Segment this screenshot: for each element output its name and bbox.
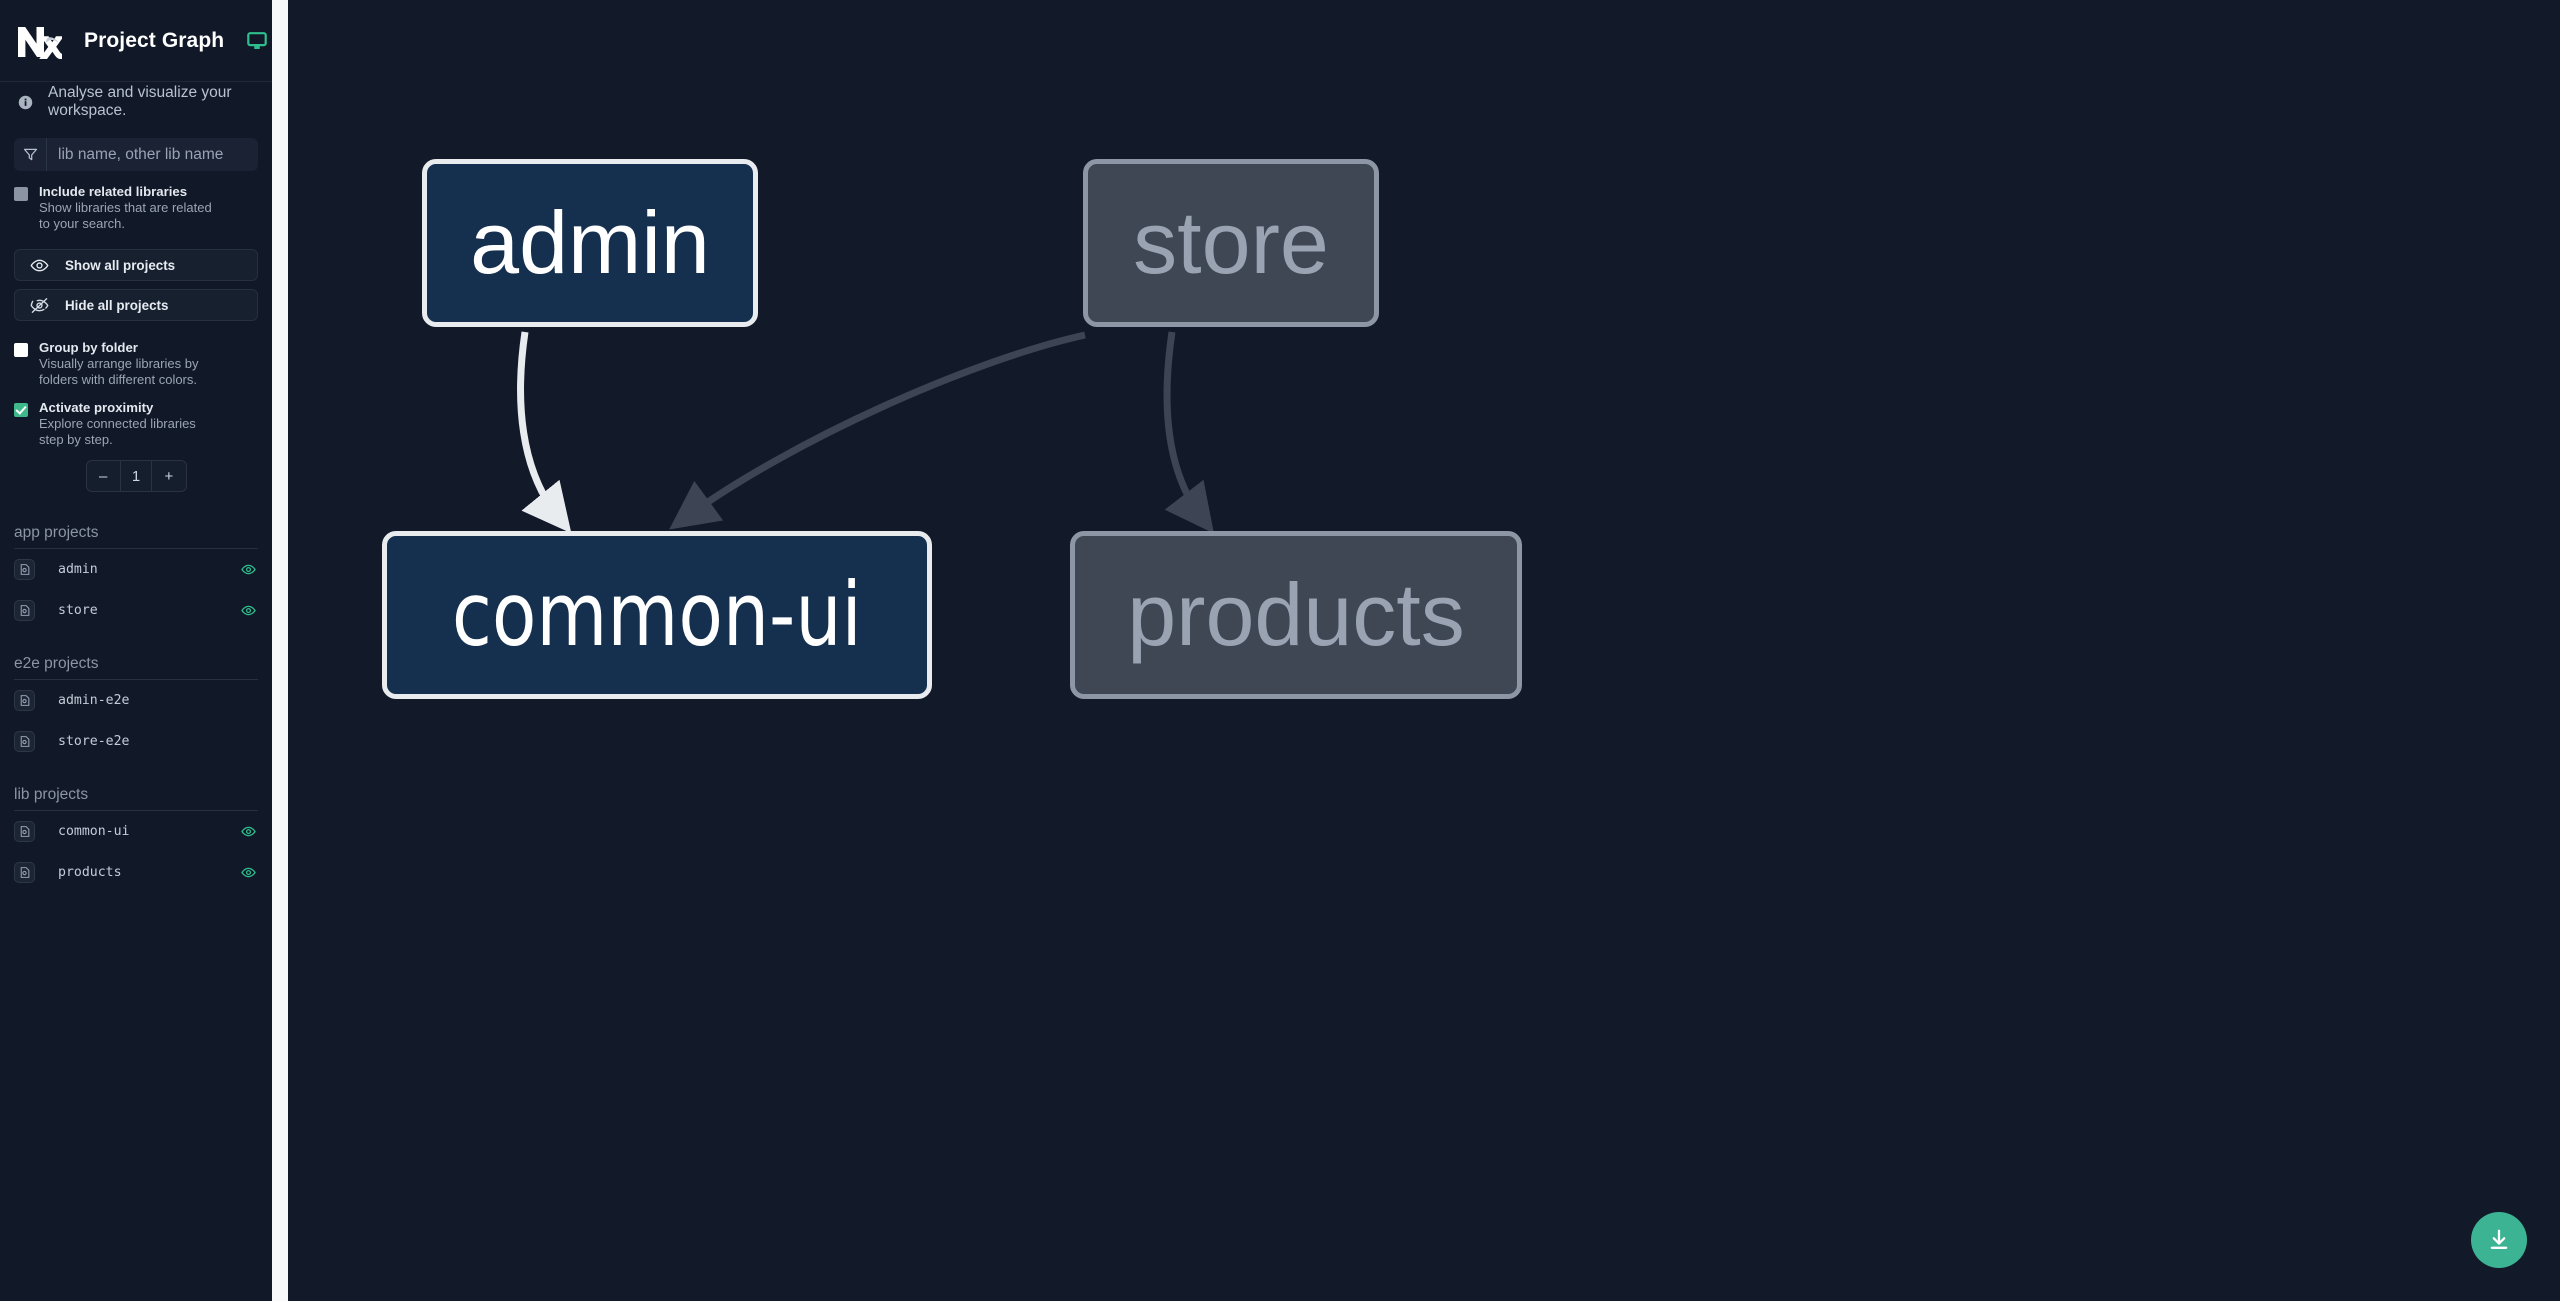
graph-node-admin[interactable]: admin [422, 159, 758, 327]
graph-node-common-ui[interactable]: common-ui [382, 531, 932, 699]
visibility-buttons: Show all projects Hide all projects [14, 249, 258, 321]
project-icon [14, 821, 35, 842]
group-by-folder-label: Group by folder [39, 340, 138, 355]
graph-node-store[interactable]: store [1083, 159, 1379, 327]
brand-bar: Project Graph [0, 0, 272, 82]
group-by-folder-checkbox[interactable] [14, 343, 28, 357]
graph-node-products[interactable]: products [1070, 531, 1522, 699]
sidebar-scrollbar[interactable] [272, 0, 288, 1301]
project-row-products[interactable]: products [14, 852, 258, 893]
project-row-common-ui[interactable]: common-ui [14, 811, 258, 852]
filter-icon [14, 138, 47, 171]
project-name: admin [58, 562, 98, 577]
project-row-admin-e2e[interactable]: admin-e2e [14, 680, 258, 721]
project-group: e2e projects admin-e2e store-e2e [14, 655, 258, 762]
project-icon [14, 862, 35, 883]
download-graph-button[interactable] [2471, 1212, 2527, 1268]
download-icon [2490, 1229, 2508, 1249]
search-box[interactable] [14, 138, 258, 171]
project-name: admin-e2e [58, 693, 130, 708]
project-icon [14, 731, 35, 752]
edge-store-to-products [1163, 331, 1214, 534]
graph-node-label: common-ui [452, 563, 862, 666]
show-all-projects-button[interactable]: Show all projects [14, 249, 258, 281]
proximity-value: 1 [119, 461, 153, 491]
proximity-decrement-button[interactable]: – [98, 467, 108, 485]
graph-node-label: store [1133, 193, 1329, 292]
project-visibility-toggle[interactable] [238, 603, 258, 618]
project-row-store[interactable]: store [14, 590, 258, 631]
project-row-store-e2e[interactable]: store-e2e [14, 721, 258, 762]
project-group: app projects admin store [14, 524, 258, 631]
project-name: store-e2e [58, 734, 130, 749]
edge-admin-to-common-ui [517, 331, 572, 534]
include-related-description: Show libraries that are related to your … [39, 200, 212, 231]
graph-node-label: products [1127, 565, 1465, 664]
hide-all-projects-button[interactable]: Hide all projects [14, 289, 258, 321]
group-by-folder-description: Visually arrange libraries by folders wi… [39, 356, 199, 387]
hide-all-projects-label: Hide all projects [65, 297, 169, 313]
activate-proximity-checkbox[interactable] [14, 403, 28, 417]
proximity-stepper: – 1 + [85, 460, 187, 492]
project-group-title: app projects [14, 524, 258, 549]
show-all-projects-label: Show all projects [65, 257, 176, 273]
edge-store-to-common-ui [669, 331, 1086, 530]
project-group: lib projects common-ui products [14, 786, 258, 893]
info-icon [18, 95, 33, 109]
project-group-title: lib projects [14, 786, 258, 811]
activate-proximity-description: Explore connected libraries step by step… [39, 416, 196, 447]
project-name: common-ui [58, 824, 130, 839]
graph-canvas[interactable]: admin store common-ui products [272, 0, 2560, 1301]
option-include-related[interactable]: Include related libraries Show libraries… [0, 171, 272, 232]
sidebar: Project Graph Analyse and visualize your… [0, 0, 272, 1301]
activate-proximity-label: Activate proximity [39, 400, 154, 415]
project-group-title: e2e projects [14, 655, 258, 680]
project-icon [14, 600, 35, 621]
eye-off-icon [30, 296, 49, 315]
project-name: products [58, 865, 122, 880]
include-related-checkbox[interactable] [14, 187, 28, 201]
graph-node-label: admin [470, 193, 710, 292]
project-icon [14, 690, 35, 711]
project-visibility-toggle[interactable] [238, 865, 258, 880]
search-input[interactable] [47, 138, 258, 171]
project-visibility-toggle[interactable] [238, 562, 258, 577]
tagline-text: Analyse and visualize your workspace. [48, 84, 232, 119]
project-row-admin[interactable]: admin [14, 549, 258, 590]
graph-edges [517, 331, 1214, 534]
project-name: store [58, 603, 98, 618]
proximity-increment-button[interactable]: + [164, 467, 174, 485]
page-title: Project Graph [84, 28, 225, 52]
project-icon [14, 559, 35, 580]
nx-logo-icon [18, 26, 62, 59]
monitor-icon[interactable] [246, 30, 268, 52]
eye-icon [30, 256, 49, 275]
filter-section [14, 138, 258, 171]
option-group-by-folder[interactable]: Group by folder Visually arrange librari… [0, 321, 272, 388]
project-lists: app projects admin store e2e projects admin-… [0, 524, 272, 917]
tagline-row: Analyse and visualize your workspace. [0, 82, 272, 122]
project-visibility-toggle[interactable] [238, 824, 258, 839]
option-activate-proximity[interactable]: Activate proximity Explore connected lib… [0, 388, 272, 448]
include-related-label: Include related libraries [39, 184, 188, 199]
